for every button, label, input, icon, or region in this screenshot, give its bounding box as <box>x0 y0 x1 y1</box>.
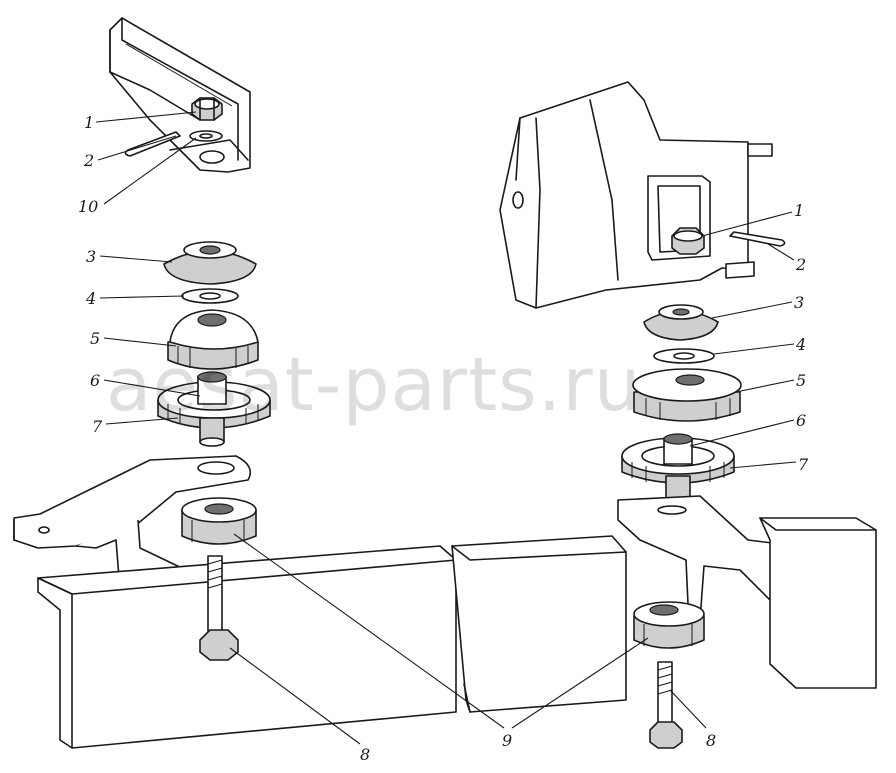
left-upper-cushion <box>167 309 259 370</box>
left-cotter-pin <box>124 131 181 157</box>
right-bottom-cushion <box>633 601 705 649</box>
right-upper-cushion <box>632 368 742 422</box>
right-cup-washer <box>643 304 719 341</box>
callout-right-1: 1 <box>794 201 804 220</box>
callout-right-4: 4 <box>795 335 806 354</box>
callout-right-6: 6 <box>796 411 806 430</box>
callout-left-1: 1 <box>84 113 94 132</box>
callout-left-8: 8 <box>360 745 370 764</box>
callout-9: 9 <box>502 731 512 750</box>
right-bolt <box>649 661 683 749</box>
left-bottom-cushion <box>181 497 257 545</box>
callout-right-5: 5 <box>796 371 806 390</box>
left-frame-channel <box>37 545 457 749</box>
left-nut <box>191 97 223 121</box>
callout-right-3: 3 <box>794 293 804 312</box>
callout-left-2: 2 <box>83 151 94 170</box>
callout-left-5: 5 <box>90 329 100 348</box>
left-spacer-sleeve <box>197 371 227 447</box>
right-nut <box>671 227 705 255</box>
right-flat-washer <box>653 348 715 364</box>
left-cup-washer <box>163 241 257 285</box>
left-bolt <box>199 555 239 661</box>
callouts-left: 1 2 10 3 4 5 6 7 8 9 <box>78 113 512 764</box>
leader-lines <box>95 111 797 745</box>
watermark-text: aesat-parts.ru <box>106 342 642 428</box>
callout-left-3: 3 <box>86 247 96 266</box>
callout-left-10: 10 <box>78 197 98 216</box>
callouts-right: 1 2 3 4 5 6 7 8 <box>706 201 809 750</box>
right-spacer-sleeve <box>663 433 693 499</box>
left-washer-10 <box>189 130 223 142</box>
callout-left-6: 6 <box>90 371 100 390</box>
right-support-housing <box>499 81 773 309</box>
right-cotter-pin <box>729 231 786 247</box>
callout-left-7: 7 <box>92 417 103 436</box>
middle-frame-channel <box>451 535 627 713</box>
left-flat-washer <box>181 288 239 304</box>
right-frame-bracket <box>617 495 877 689</box>
callout-right-7: 7 <box>798 455 809 474</box>
callout-right-2: 2 <box>795 255 806 274</box>
callout-left-4: 4 <box>85 289 96 308</box>
callout-right-8: 8 <box>706 731 716 750</box>
